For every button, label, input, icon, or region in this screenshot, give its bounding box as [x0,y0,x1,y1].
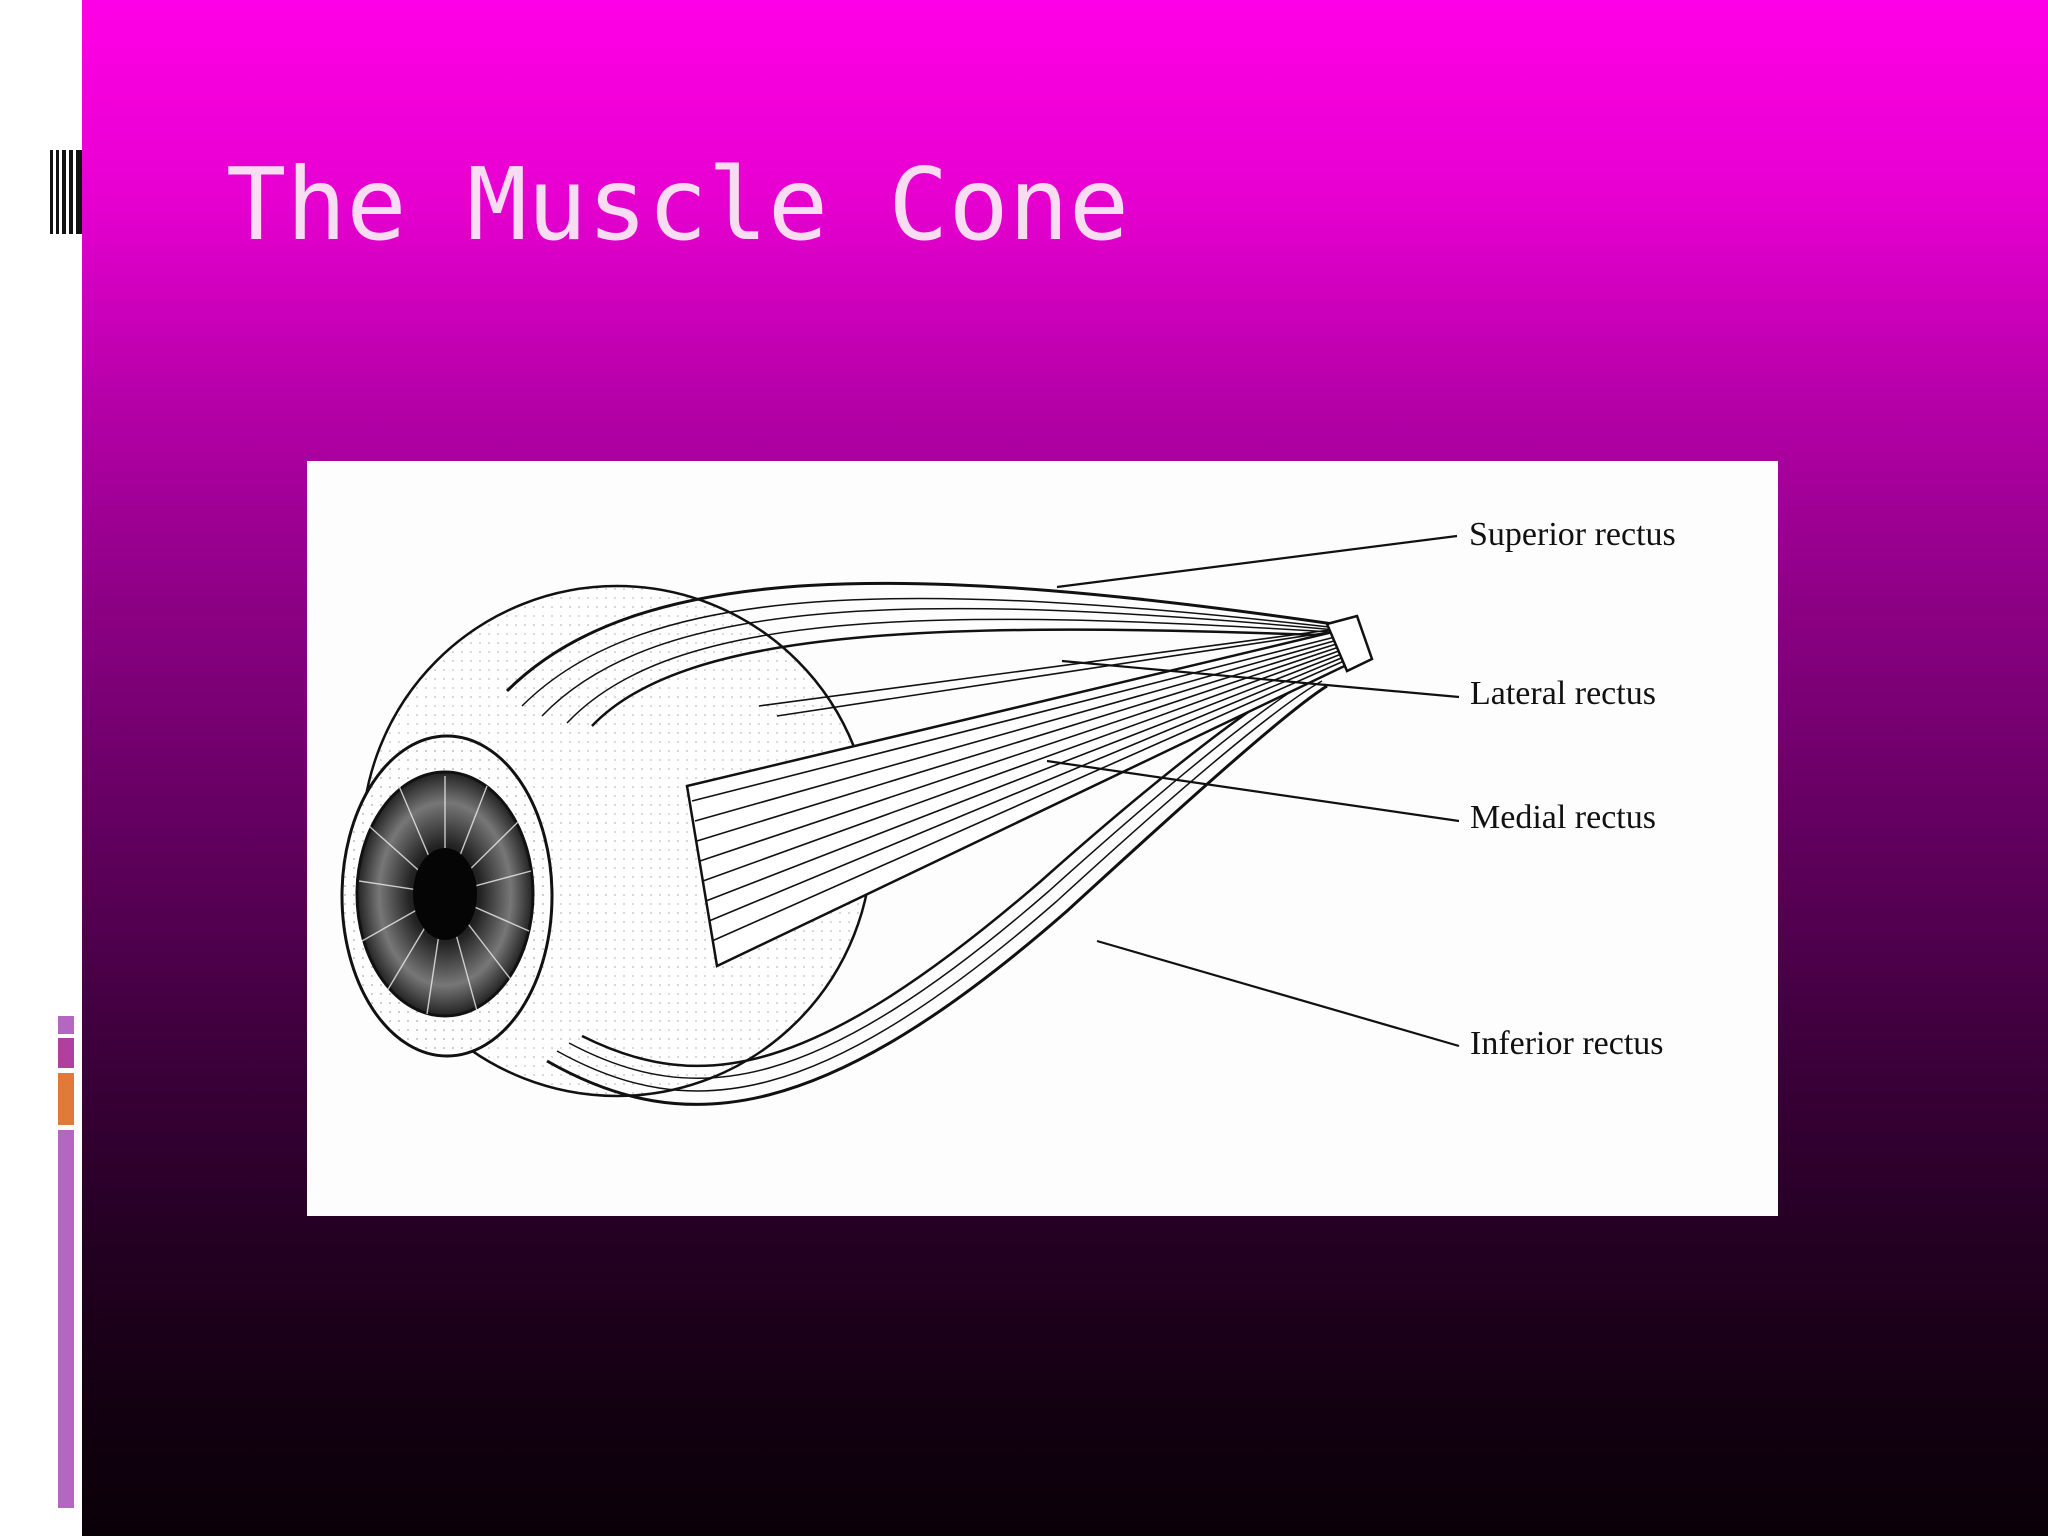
decor-stripe [62,150,66,234]
leader-medial [1046,759,1460,823]
decor-bar-purple-small [58,1016,74,1034]
leader-lines [1046,534,1460,1048]
pupil [413,848,477,940]
eye-muscle-illustration [340,534,1460,1106]
eye-muscle-diagram: Superior rectus Lateral rectus Medial re… [307,461,1778,1216]
label-lateral-rectus: Lateral rectus [1470,675,1656,712]
label-medial-rectus: Medial rectus [1470,799,1656,836]
label-superior-rectus: Superior rectus [1469,516,1676,553]
leader-superior [1056,534,1458,589]
left-margin-strip [0,0,82,1536]
decor-bar-purple-tall [58,1130,74,1508]
medial-lateral-rectus-muscles [685,614,1374,968]
inferior-rectus-muscle [546,671,1328,1106]
decor-stripe [76,150,82,234]
iris [355,770,535,1018]
decor-stripe [56,150,59,234]
leader-inferior [1096,939,1460,1048]
decor-bar-orange [58,1073,74,1125]
decor-stripe [50,150,53,234]
leader-lateral [1061,659,1460,699]
slide-title: The Muscle Cone [226,146,1130,263]
decor-bar-magenta [58,1038,74,1068]
label-inferior-rectus: Inferior rectus [1470,1025,1664,1062]
superior-rectus-muscle [505,581,1348,727]
decor-stripe [69,150,73,234]
